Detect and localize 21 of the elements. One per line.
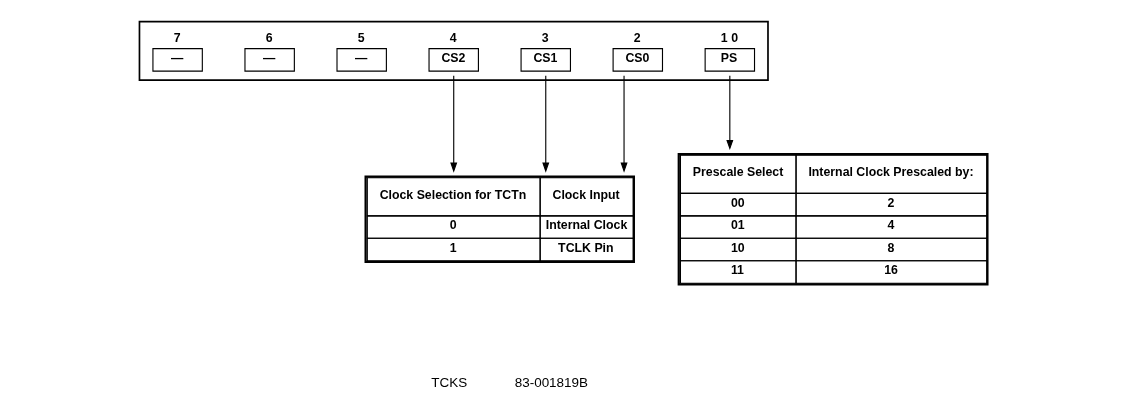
- cluster: [138, 20, 769, 81]
- node-label: 3: [541, 30, 549, 45]
- node-label: 5: [357, 30, 365, 45]
- node-label: 1 0: [720, 30, 738, 45]
- node-box: —: [243, 48, 295, 72]
- node-label: 2: [633, 30, 641, 45]
- arrow: [620, 75, 628, 173]
- arrow: [725, 75, 733, 151]
- node-label: 6: [265, 30, 273, 45]
- node-label: 4: [449, 30, 457, 45]
- node-box: CS1: [520, 48, 571, 72]
- node-box: PS: [704, 48, 755, 72]
- node-box: —: [335, 48, 387, 72]
- label: TCKS: [430, 374, 467, 390]
- arrow: [449, 75, 457, 173]
- arrow: [541, 75, 549, 173]
- node-box: CS0: [612, 48, 663, 72]
- label: 83-001819B: [514, 374, 588, 390]
- node-box: —: [151, 48, 203, 72]
- node-label: 7: [173, 30, 181, 45]
- node-box: CS2: [428, 48, 479, 72]
